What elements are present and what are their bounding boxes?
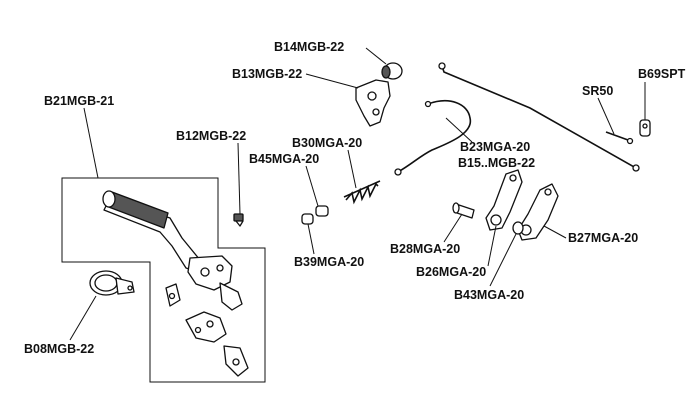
handbrake-lever — [102, 190, 243, 311]
cable-clamp — [89, 270, 135, 296]
label-b08mgb22: B08MGB-22 — [24, 342, 94, 356]
small-bush — [301, 205, 329, 225]
washer-part — [512, 221, 524, 235]
label-b39mga20: B39MGA-20 — [294, 255, 364, 269]
label-b21mgb21: B21MGB-21 — [44, 94, 114, 108]
label-b23mga20: B23MGA-20 — [460, 140, 530, 154]
label-sr50: SR50 — [582, 84, 613, 98]
label-b45mga20: B45MGA-20 — [249, 152, 319, 166]
label-b14mgb22: B14MGB-22 — [274, 40, 344, 54]
lever-assembly-outline — [61, 177, 266, 383]
primary-cable — [394, 62, 640, 176]
ratchet-bracket — [185, 311, 227, 343]
pivot-link — [223, 345, 249, 377]
label-b12mgb22: B12MGB-22 — [176, 129, 246, 143]
label-b43mga20: B43MGA-20 — [454, 288, 524, 302]
leader-lines — [69, 47, 646, 341]
label-b13mgb22: B13MGB-22 — [232, 67, 302, 81]
clevis-pin — [639, 119, 651, 137]
label-b15mgb22: B15..MGB-22 — [458, 156, 535, 170]
label-b30mga20: B30MGA-20 — [292, 136, 362, 150]
label-b27mga20: B27MGA-20 — [568, 231, 638, 245]
bush-part — [381, 62, 403, 80]
compensator-lever — [517, 183, 559, 241]
label-b28mga20: B28MGA-20 — [390, 242, 460, 256]
pawl-plate — [165, 283, 181, 307]
label-b69spt: B69SPT — [638, 67, 686, 81]
label-b26mga20: B26MGA-20 — [416, 265, 486, 279]
split-pin — [605, 131, 634, 145]
screw-part — [233, 213, 244, 227]
return-spring — [343, 180, 381, 205]
pin-part — [452, 202, 475, 219]
relay-lever — [485, 169, 523, 231]
abutment-bracket — [355, 79, 391, 127]
